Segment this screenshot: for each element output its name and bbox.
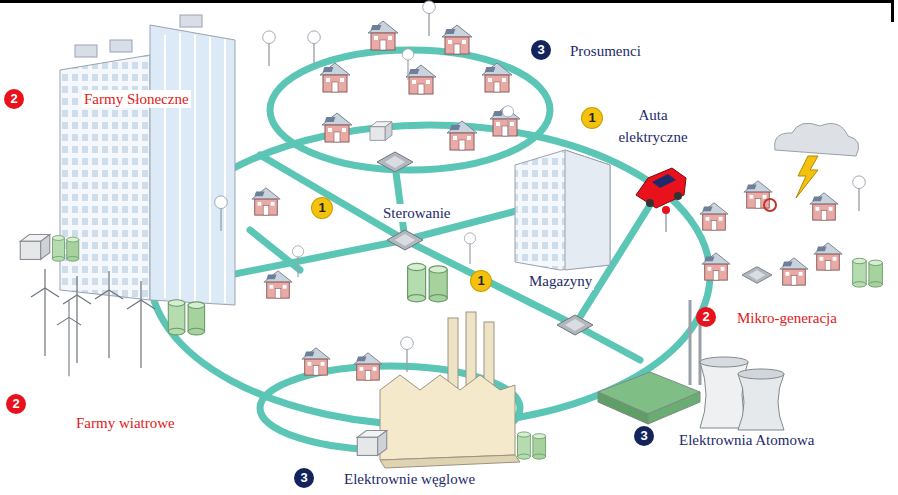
callout-number: 1 bbox=[471, 271, 491, 291]
callout-number: 1 bbox=[582, 108, 602, 128]
callout-number: 3 bbox=[294, 468, 314, 488]
callout-number: 3 bbox=[531, 40, 551, 60]
area-label: Farmy Słoneczne bbox=[82, 90, 191, 108]
callout-number: 1 bbox=[312, 198, 332, 218]
callout-number: 2 bbox=[696, 307, 716, 327]
area-label: Mikro-generacja bbox=[735, 309, 839, 327]
callout-number: 3 bbox=[634, 426, 654, 446]
area-label: Prosumenci bbox=[568, 42, 643, 60]
callout-number: 2 bbox=[6, 394, 26, 414]
area-label: Elektrownie węglowe bbox=[342, 470, 477, 488]
area-label: Auta elektryczne bbox=[608, 104, 698, 148]
area-label: Farmy wiatrowe bbox=[74, 414, 177, 432]
area-label: Sterowanie bbox=[381, 204, 452, 222]
callout-number: 2 bbox=[4, 89, 24, 109]
area-label: Elektrownia Atomowa bbox=[677, 431, 816, 449]
area-label: Magazyny bbox=[527, 272, 594, 290]
